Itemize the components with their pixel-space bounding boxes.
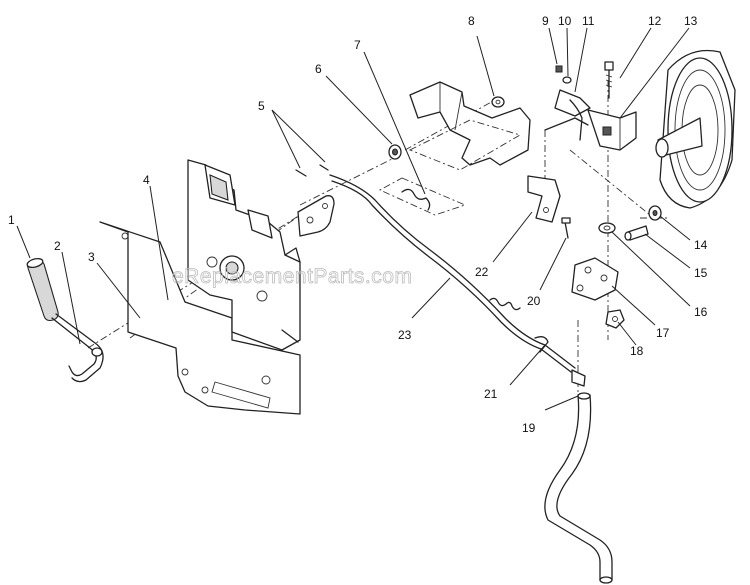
callout-4: 4 bbox=[143, 173, 150, 187]
callout-8: 8 bbox=[468, 14, 475, 28]
callout-12: 12 bbox=[648, 14, 662, 28]
callout-11: 11 bbox=[582, 14, 595, 28]
callout-5: 5 bbox=[258, 99, 265, 113]
callout-20: 20 bbox=[527, 294, 541, 308]
callout-17: 17 bbox=[656, 326, 670, 340]
callout-7: 7 bbox=[354, 38, 361, 52]
hardware-part-14-15-16 bbox=[598, 205, 662, 241]
callout-23: 23 bbox=[398, 328, 412, 342]
engine-housing bbox=[655, 49, 736, 209]
lever-part-2 bbox=[51, 313, 104, 383]
rod-part-19 bbox=[544, 392, 613, 584]
callout-1: 1 bbox=[8, 213, 15, 227]
callout-14: 14 bbox=[694, 238, 708, 252]
pivot-part-5 bbox=[295, 164, 335, 237]
clip-part-21 bbox=[534, 336, 586, 387]
callout-3: 3 bbox=[88, 250, 95, 264]
callout-19: 19 bbox=[522, 421, 536, 435]
callout-labels: 1 2 3 4 5 6 7 8 9 10 11 12 13 14 15 16 1… bbox=[8, 14, 708, 435]
screw-part-20 bbox=[561, 217, 571, 239]
watermark: eReplacementParts.com bbox=[172, 265, 412, 288]
plate-part-17 bbox=[571, 257, 619, 301]
callout-16: 16 bbox=[694, 305, 708, 319]
mounting-plate bbox=[99, 221, 301, 415]
bolt-part-12 bbox=[604, 61, 614, 99]
hardware-part-9-10-11 bbox=[554, 65, 591, 141]
control-rod-part-23 bbox=[329, 174, 576, 373]
callout-2: 2 bbox=[54, 239, 61, 253]
bracket-part-13 bbox=[544, 109, 637, 151]
callout-6: 6 bbox=[315, 62, 322, 76]
callout-18: 18 bbox=[630, 344, 644, 358]
bracket-part-22 bbox=[527, 175, 561, 223]
callout-13: 13 bbox=[684, 14, 698, 28]
washer-part-6 bbox=[388, 144, 402, 160]
callout-21: 21 bbox=[484, 387, 498, 401]
spring-part-7 bbox=[378, 177, 467, 216]
leader-lines bbox=[16, 27, 691, 411]
knob-part-1 bbox=[26, 257, 59, 322]
callout-10: 10 bbox=[558, 14, 572, 28]
callout-15: 15 bbox=[694, 266, 708, 280]
bracket-part-8 bbox=[408, 81, 531, 171]
callout-9: 9 bbox=[542, 14, 549, 28]
control-bracket bbox=[187, 159, 301, 351]
nut-part-18 bbox=[605, 309, 625, 329]
callout-22: 22 bbox=[475, 265, 489, 279]
